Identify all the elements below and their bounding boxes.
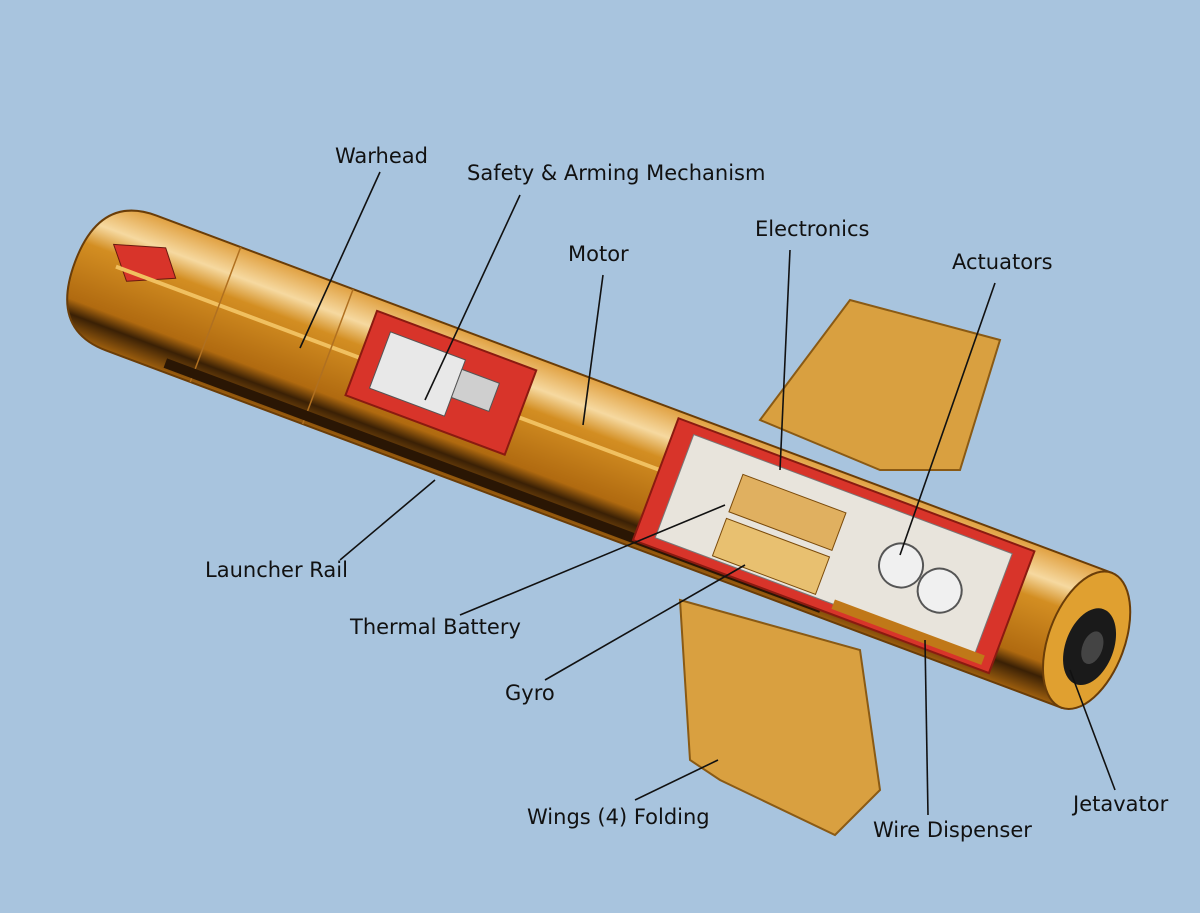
actuator bbox=[878, 542, 925, 589]
label-jetavator: Jetavator bbox=[1073, 792, 1169, 816]
gyro bbox=[711, 517, 831, 596]
label-wire-dispenser: Wire Dispenser bbox=[873, 818, 1032, 842]
thermal-battery bbox=[728, 473, 847, 551]
label-wings: Wings (4) Folding bbox=[527, 805, 710, 829]
label-warhead: Warhead bbox=[335, 144, 428, 168]
label-electronics: Electronics bbox=[755, 217, 870, 241]
label-motor: Motor bbox=[568, 242, 629, 266]
label-thermal-battery: Thermal Battery bbox=[350, 615, 521, 639]
label-launcher-rail: Launcher Rail bbox=[205, 558, 348, 582]
wire-dispenser bbox=[831, 599, 985, 665]
label-safety-arming: Safety & Arming Mechanism bbox=[467, 161, 766, 185]
lower-wing bbox=[678, 598, 882, 837]
leader-lines bbox=[299, 171, 1116, 816]
label-gyro: Gyro bbox=[505, 681, 555, 705]
upper-wing bbox=[758, 298, 1002, 471]
label-actuators: Actuators bbox=[952, 250, 1053, 274]
